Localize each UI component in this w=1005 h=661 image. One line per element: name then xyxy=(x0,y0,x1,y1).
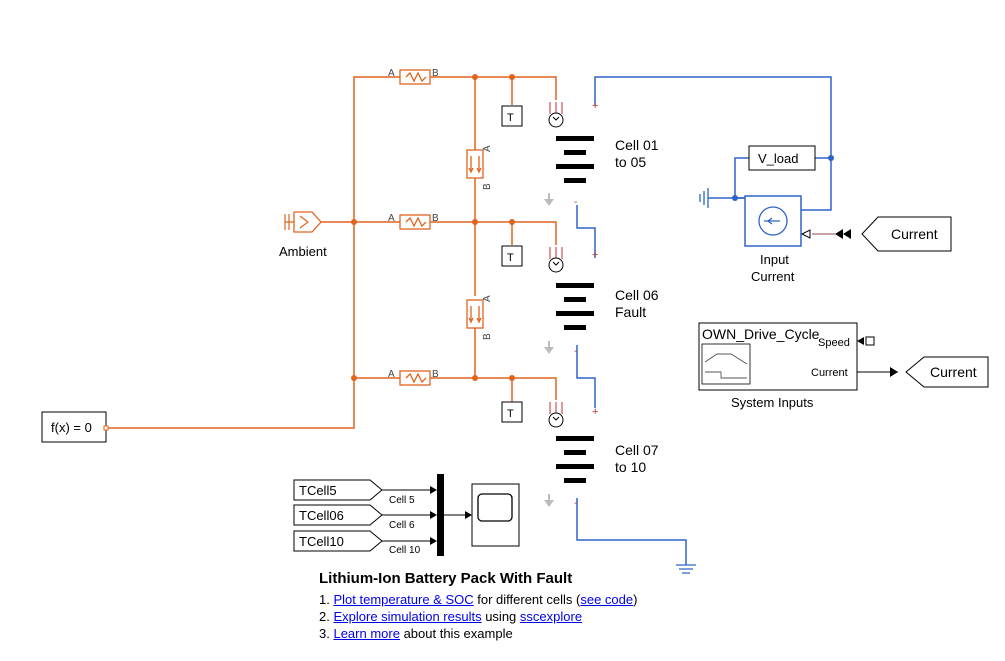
port-b-label: B xyxy=(482,183,493,190)
elec-wire-ground2 xyxy=(576,498,687,565)
electrical-network xyxy=(576,76,832,565)
drive-cycle-title: OWN_Drive_Cycle xyxy=(702,326,820,342)
cell-3-label-2: to 10 xyxy=(615,459,646,475)
svg-text:-: - xyxy=(574,197,577,208)
svg-text:+: + xyxy=(592,249,598,261)
mux-scope-wire xyxy=(444,511,472,519)
v-load-block[interactable]: V_load xyxy=(748,145,816,171)
sscexplore-link[interactable]: sscexplore xyxy=(519,609,583,624)
from-tag-label: TCell06 xyxy=(299,508,344,523)
port-a-label: A xyxy=(388,213,395,224)
port-b-label: B xyxy=(482,333,493,340)
fx-label: f(x) = 0 xyxy=(51,420,92,435)
port-current-label: Current xyxy=(811,367,848,379)
explore-results-link[interactable]: Explore simulation results xyxy=(333,609,482,624)
elec-wire-right xyxy=(801,158,832,211)
learn-more-link[interactable]: Learn more xyxy=(333,626,400,641)
signal-wire-current-out xyxy=(857,367,898,377)
terminator-icon xyxy=(857,336,875,346)
goto-current-label: Current xyxy=(930,364,977,380)
model-notes: Lithium-Ion Battery Pack With Fault 1. P… xyxy=(319,570,637,642)
cell-1-label-1: Cell 01 xyxy=(615,137,659,153)
battery-cell-3[interactable]: + - Cell 07 to 10 xyxy=(544,402,659,509)
cell-2-label-2: Fault xyxy=(615,304,646,320)
plot-temperature-link[interactable]: Plot temperature & SOC xyxy=(333,592,474,607)
temperature-sensor-1[interactable]: T xyxy=(501,105,523,127)
conductive-block-3[interactable] xyxy=(399,370,431,386)
thermal-wire-cell2 xyxy=(430,221,557,245)
svg-text:-: - xyxy=(574,498,577,509)
scope-block[interactable] xyxy=(471,483,520,547)
from-tag-label: TCell10 xyxy=(299,534,344,549)
input-current-label-2: Current xyxy=(751,269,795,284)
conductive-block-1[interactable] xyxy=(399,69,431,85)
cell-3-label-1: Cell 07 xyxy=(615,442,659,458)
ground-icon xyxy=(699,188,709,208)
svg-text:+: + xyxy=(592,100,598,112)
sensor-label: T xyxy=(507,252,514,264)
system-inputs-caption: System Inputs xyxy=(731,395,814,410)
elec-wire-vload-left xyxy=(734,157,749,199)
mux-signal-label: Cell 6 xyxy=(389,520,415,531)
conductive-block-vertical-2[interactable] xyxy=(466,299,484,329)
conductive-block-vertical-1[interactable] xyxy=(466,149,484,179)
port-a-label: A xyxy=(388,369,395,380)
sensor-label: T xyxy=(507,408,514,420)
thermal-junctions xyxy=(351,74,515,381)
port-b-label: B xyxy=(432,213,439,224)
port-b-label: B xyxy=(432,68,439,79)
thermal-network xyxy=(107,76,557,429)
notes-item-2: 2. Explore simulation results using ssce… xyxy=(319,609,583,624)
battery-cell-2[interactable]: + - Cell 06 Fault xyxy=(544,247,659,357)
from-current-label: Current xyxy=(891,226,938,242)
from-tag-label: TCell5 xyxy=(299,483,337,498)
notes-title: Lithium-Ion Battery Pack With Fault xyxy=(319,570,573,587)
elec-wire-cell23 xyxy=(576,345,596,408)
mux-input-wires xyxy=(382,489,430,542)
mux-signal-label: Cell 10 xyxy=(389,545,421,556)
goto-current-tag[interactable]: Current xyxy=(905,356,989,388)
fx-solver-block[interactable]: f(x) = 0 xyxy=(41,411,109,443)
input-current-source[interactable]: Input Current xyxy=(744,195,802,284)
mux-block[interactable] xyxy=(437,474,444,556)
thermal-wire-cell1 xyxy=(430,76,557,100)
notes-item-3: 3. Learn more about this example xyxy=(319,626,513,641)
svg-text:+: + xyxy=(592,406,598,418)
elec-wire-cell12 xyxy=(576,205,596,258)
battery-cell-1[interactable]: + - Cell 01 to 05 xyxy=(544,100,659,208)
thermal-wire-fx xyxy=(107,76,400,429)
drive-cycle-subsystem[interactable]: OWN_Drive_Cycle Speed Current System Inp… xyxy=(698,322,858,410)
thermal-wire-cell3 xyxy=(430,377,557,400)
port-a-label: A xyxy=(482,145,493,152)
from-tag-tcell5[interactable]: TCell5 xyxy=(293,479,383,501)
input-current-label-1: Input xyxy=(760,252,789,267)
temperature-sensor-3[interactable]: T xyxy=(501,401,523,423)
from-tag-tcell06[interactable]: TCell06 xyxy=(293,504,383,526)
conductive-block-2[interactable] xyxy=(399,214,431,230)
elec-wire-top xyxy=(594,76,832,158)
from-tag-tcell10[interactable]: TCell10 xyxy=(293,530,383,552)
svg-text:-: - xyxy=(574,346,577,357)
signal-wire-current-in xyxy=(800,229,851,239)
elec-junctions xyxy=(732,155,834,201)
temperature-sensor-2[interactable]: T xyxy=(501,245,523,267)
port-a-label: A xyxy=(388,68,395,79)
port-b-label: B xyxy=(432,369,439,380)
ambient-block[interactable]: Ambient xyxy=(279,211,327,259)
ambient-label: Ambient xyxy=(279,244,327,259)
from-current-tag[interactable]: Current xyxy=(861,216,952,252)
mux-signal-label: Cell 5 xyxy=(389,495,415,506)
port-a-label: A xyxy=(482,295,493,302)
cell-1-label-2: to 05 xyxy=(615,154,646,170)
ground-icon xyxy=(676,564,696,574)
cell-2-label-1: Cell 06 xyxy=(615,287,659,303)
sensor-label: T xyxy=(507,112,514,124)
see-code-link[interactable]: see code xyxy=(580,592,634,607)
port-speed-label: Speed xyxy=(818,337,850,349)
notes-item-1: 1. Plot temperature & SOC for different … xyxy=(319,592,638,607)
v-load-label: V_load xyxy=(758,151,798,166)
